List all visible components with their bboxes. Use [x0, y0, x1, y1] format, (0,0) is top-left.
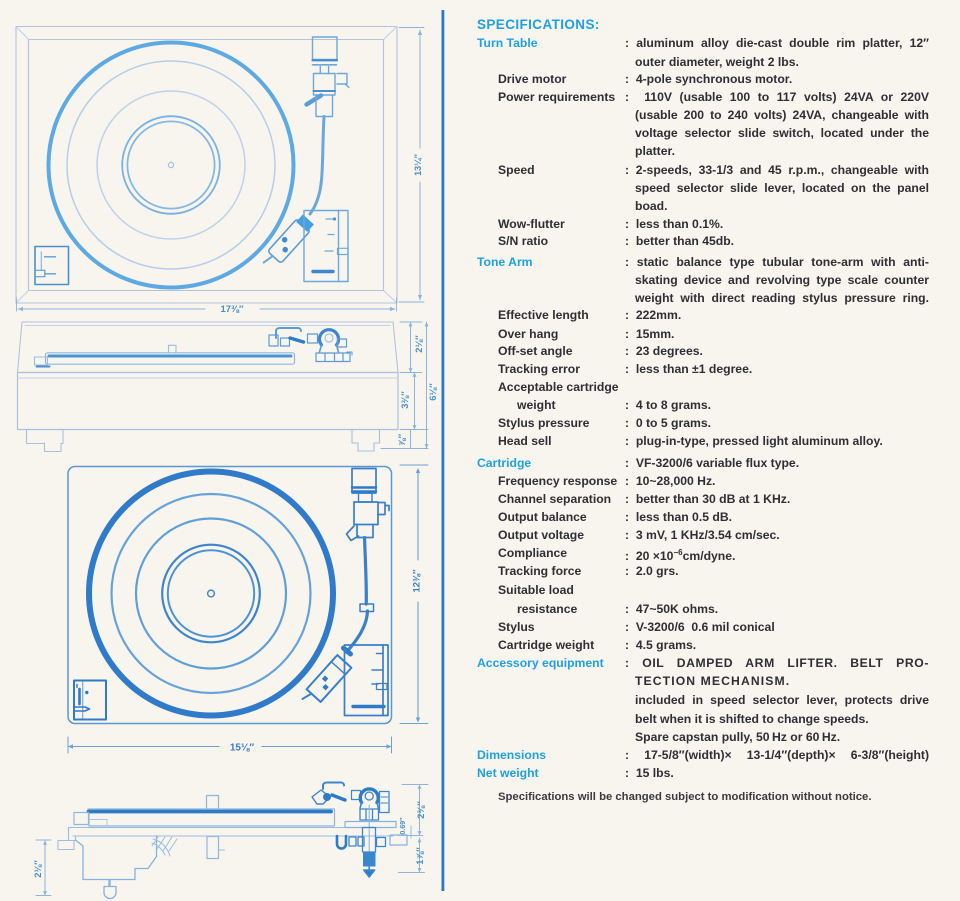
svg-text:⅞″: ⅞″: [397, 433, 407, 446]
svg-text:13¼″: 13¼″: [413, 153, 423, 176]
svg-text:15⅛″: 15⅛″: [230, 743, 254, 754]
svg-text:17⅜″: 17⅜″: [220, 304, 243, 315]
svg-text:12⅜″: 12⅜″: [412, 569, 423, 592]
svg-text:2⅛″: 2⅛″: [33, 860, 43, 878]
svg-text:2⅜″: 2⅜″: [416, 801, 426, 819]
svg-text:6⅛″: 6⅛″: [428, 383, 438, 401]
svg-text:0.69″: 0.69″: [400, 817, 407, 835]
svg-text:1⅞″: 1⅞″: [415, 847, 425, 865]
svg-text:2⅛″: 2⅛″: [414, 335, 424, 353]
svg-text:3⅜″: 3⅜″: [400, 391, 410, 409]
